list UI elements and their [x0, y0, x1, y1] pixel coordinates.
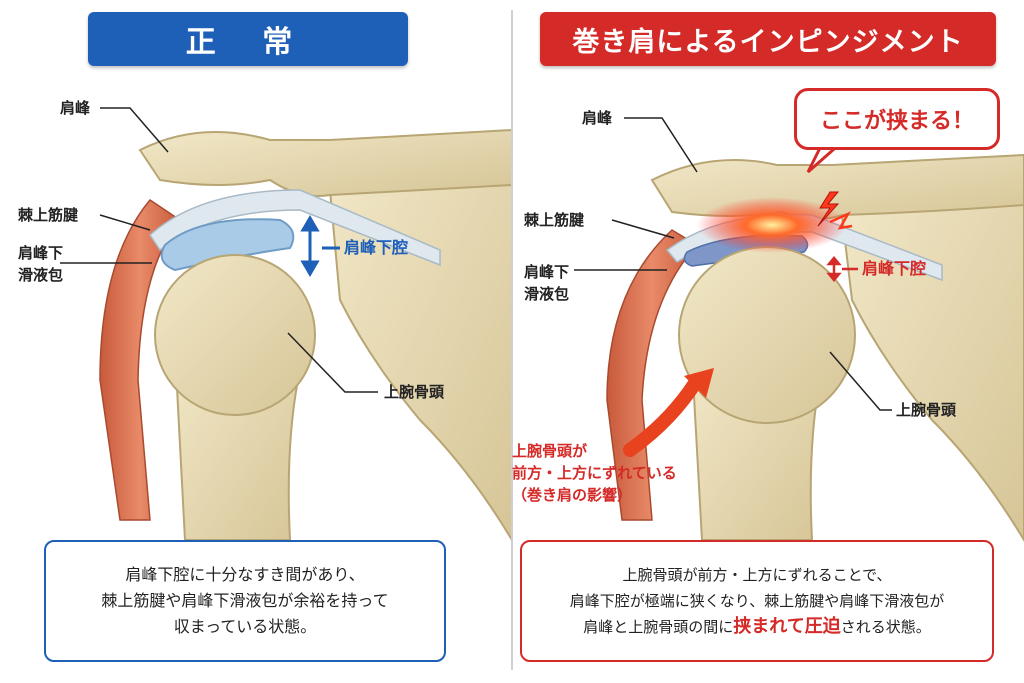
description-text: される状態。 — [840, 618, 931, 636]
pinch-callout: ここが挟まる！ — [794, 88, 1000, 150]
shift-arrow — [623, 373, 704, 457]
subacromial-space-label: 肩峰下腔 — [344, 238, 409, 257]
description-line: 上腕骨頭が前方・上方にずれることで、 — [622, 566, 892, 584]
shift-note-line: （巻き肩の影響） — [512, 486, 633, 504]
lightning-icon — [817, 191, 840, 227]
shift-note-line: 上腕骨頭が — [512, 442, 588, 460]
bursa-label-line2: 滑液包 — [524, 285, 570, 303]
scapula — [840, 178, 1024, 542]
humeral-head-label: 上腕骨頭 — [384, 383, 445, 401]
normal-title: 正 常 — [88, 12, 408, 66]
lightning-icon — [829, 211, 853, 230]
panel-divider — [511, 10, 513, 670]
humeral-head-bone — [154, 254, 316, 416]
description-text: 肩峰と上腕骨頭の間に — [583, 618, 734, 636]
bursa-label-line2: 滑液包 — [18, 266, 64, 284]
subacromial-space-label: 肩峰下腔 — [862, 259, 927, 278]
description-line: 棘上筋腱や肩峰下滑液包が余裕を持って — [101, 591, 389, 610]
acromion-bone — [650, 153, 1024, 221]
humeral-head-label: 上腕骨頭 — [896, 401, 957, 419]
description-line: 肩峰と上腕骨頭の間に挟まれて圧迫される状態。 — [583, 614, 931, 640]
pain-glow — [697, 197, 847, 253]
deltoid-muscle — [99, 199, 182, 521]
subacromial-space-arrow — [300, 215, 340, 277]
scapula — [328, 148, 512, 542]
bursa-label-line1: 肩峰下 — [18, 244, 64, 262]
description-line: 肩峰下腔に十分なすき間があり、 — [125, 565, 365, 584]
acromion-label: 肩峰 — [60, 99, 91, 117]
impingement-description-box: 上腕骨頭が前方・上方にずれることで、 肩峰下腔が極端に狭くなり、棘上筋腱や肩峰下… — [520, 540, 994, 662]
supraspinatus-label: 棘上筋腱 — [524, 211, 585, 229]
description-line: 収まっている状態。 — [173, 617, 317, 636]
bursa-sac — [160, 218, 295, 272]
subacromial-space-arrow — [826, 256, 858, 282]
supraspinatus-label: 棘上筋腱 — [18, 206, 79, 224]
normal-description-box: 肩峰下腔に十分なすき間があり、 棘上筋腱や肩峰下滑液包が余裕を持って 収まってい… — [44, 540, 446, 662]
shift-note: 上腕骨頭が 前方・上方にずれている （巻き肩の影響） — [512, 440, 677, 506]
shift-note-line: 前方・上方にずれている — [512, 464, 677, 482]
bursa-label-line1: 肩峰下 — [524, 263, 570, 281]
description-line: 肩峰下腔が極端に狭くなり、棘上筋腱や肩峰下滑液包が — [569, 592, 945, 610]
impingement-panel: 巻き肩によるインピンジメント ここが挟まる！ 肩峰 棘上筋腱 肩峰下 滑液包 肩… — [512, 0, 1024, 683]
impingement-title: 巻き肩によるインピンジメント — [540, 12, 996, 66]
description-highlight: 挟まれて圧迫 — [733, 616, 841, 637]
normal-panel: 正 常 肩峰 棘上筋腱 肩峰下 滑液包 肩峰下腔 上腕骨頭 肩峰下腔に十分なすき… — [18, 12, 512, 662]
acromion-label: 肩峰 — [582, 109, 613, 127]
acromion-bone — [138, 128, 512, 197]
shift-arrow-head — [684, 368, 714, 398]
